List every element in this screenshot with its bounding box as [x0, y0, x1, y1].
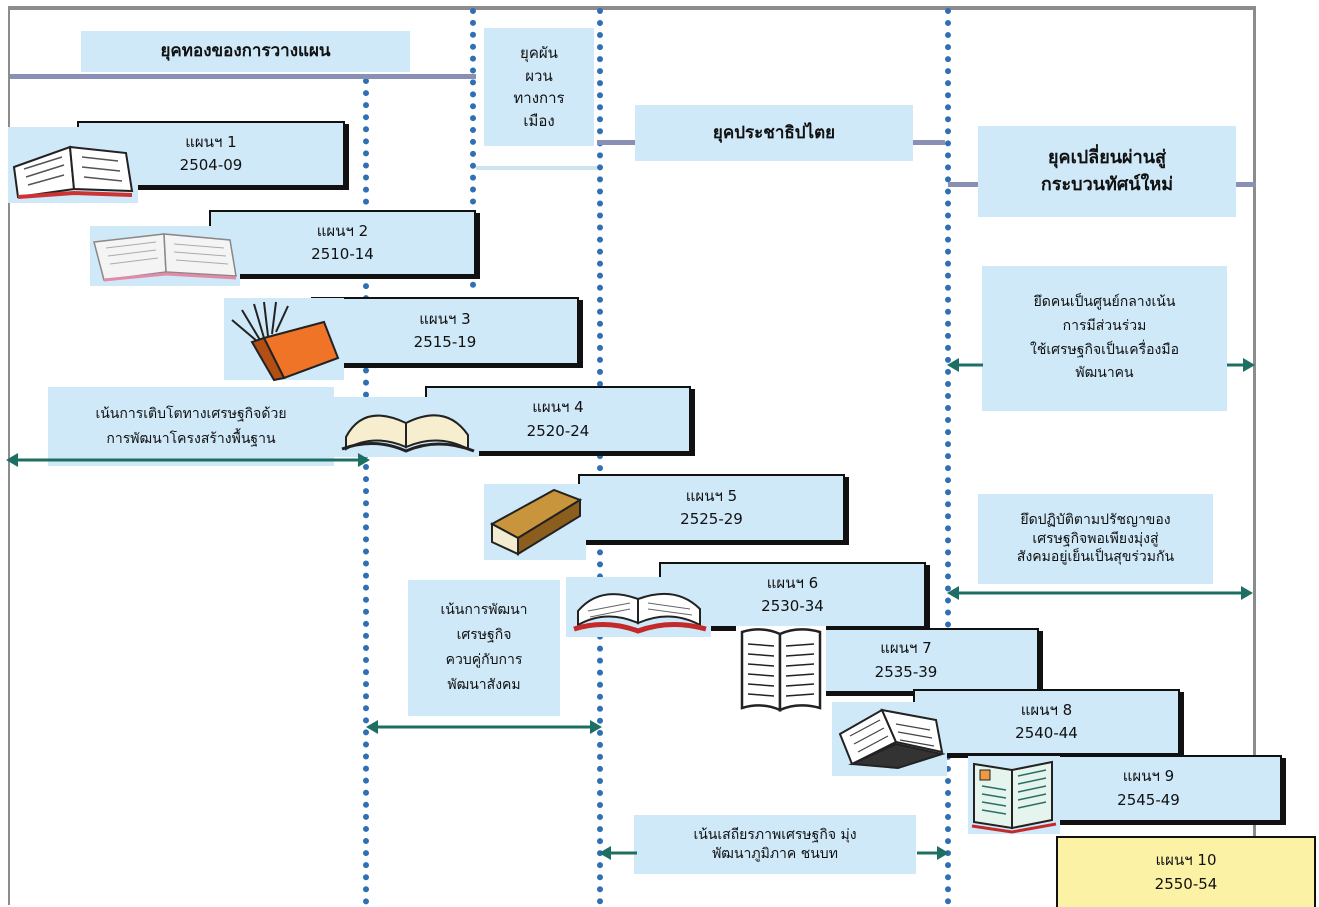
- plan-years: 2545-49: [1117, 790, 1180, 809]
- span-arrow-plan-10: [947, 586, 1253, 600]
- plan-years: 2520-24: [526, 421, 590, 440]
- era-divider-1: [363, 78, 375, 905]
- plan-label: แผนฯ 5: [685, 486, 738, 505]
- plan-label: แผนฯ 4: [532, 398, 584, 417]
- closed-book-icon: [484, 484, 586, 560]
- plan-years: 2515-19: [413, 333, 477, 351]
- open-book-icon: [736, 626, 826, 716]
- plan-label: แผนฯ 10: [1155, 851, 1217, 870]
- theme-note-people-centered: ยึดคนเป็นศูนย์กลางเน้น การมีส่วนร่วม ใช้…: [982, 266, 1227, 411]
- plan-box-3: แผนฯ 3 2515-19: [311, 297, 579, 365]
- frame-top-border: [8, 6, 1256, 10]
- plan-box-8: แผนฯ 8 2540-44: [913, 689, 1180, 755]
- era-line-political: [476, 166, 597, 170]
- era-label-golden: ยุคทองของการวางแผน: [81, 31, 410, 72]
- open-book-icon: [566, 577, 711, 637]
- era-divider-3: [597, 8, 609, 905]
- plan-box-2: แผนฯ 2 2510-14: [209, 210, 476, 276]
- plan-years: 2550-54: [1154, 874, 1218, 893]
- open-book-icon: [8, 127, 138, 203]
- plan-label: แผนฯ 7: [880, 639, 932, 658]
- plan-label: แผนฯ 6: [766, 573, 819, 592]
- plan-years: 2540-44: [1015, 724, 1078, 742]
- frame-right-border: [1253, 6, 1256, 836]
- plan-years: 2525-29: [680, 510, 743, 528]
- book-icon: [224, 298, 344, 382]
- plan-years: 2535-39: [874, 662, 938, 681]
- plan-years: 2510-14: [311, 245, 374, 263]
- plan-label: แผนฯ 2: [316, 221, 369, 240]
- theme-note-sufficiency-economy: ยึดปฏิบัติตามปรัชญาของ เศรษฐกิจพอเพียงมุ…: [978, 494, 1213, 584]
- era-label-political: ยุคผัน ผวน ทางการ เมือง: [484, 28, 594, 146]
- plan-label: แผนฯ 9: [1122, 767, 1175, 786]
- plan-label: แผนฯ 8: [1020, 700, 1073, 719]
- plan-years: 2530-34: [761, 597, 824, 615]
- era-divider-4: [945, 8, 957, 905]
- theme-note-economic-stability: เน้นเสถียรภาพเศรษฐกิจ มุ่ง พัฒนาภูมิภาค …: [634, 815, 916, 874]
- era-line-golden: [10, 74, 476, 79]
- span-arrow-plans-8-9: [947, 358, 1255, 372]
- span-arrow-plans-1-4: [6, 453, 370, 467]
- open-book-icon: [832, 702, 947, 776]
- era-label-democracy: ยุคประชาธิปไตย: [635, 105, 913, 161]
- frame-left-border: [8, 6, 10, 905]
- era-label-transition: ยุคเปลี่ยนผ่านสู่ กระบวนทัศน์ใหม่: [978, 126, 1236, 217]
- theme-note-social-development: เน้นการพัฒนา เศรษฐกิจ ควบคู่กับการ พัฒนา…: [408, 580, 560, 716]
- era-divider-2: [470, 8, 482, 288]
- span-arrow-plans-5-7: [599, 846, 949, 860]
- plan-label: แผนฯ 3: [419, 309, 471, 328]
- span-arrow-plans-5-6: [366, 720, 602, 734]
- plan-years: 2504-09: [179, 156, 243, 174]
- open-book-icon: [334, 397, 479, 457]
- open-book-icon: [90, 226, 240, 286]
- open-book-icon: [968, 756, 1060, 834]
- plan-box-5: แผนฯ 5 2525-29: [578, 474, 845, 542]
- theme-note-infrastructure: เน้นการเติบโตทางเศรษฐกิจด้วย การพัฒนาโคร…: [48, 387, 334, 466]
- plan-box-10: แผนฯ 10 2550-54: [1056, 836, 1316, 907]
- plan-label: แผนฯ 1: [185, 132, 237, 151]
